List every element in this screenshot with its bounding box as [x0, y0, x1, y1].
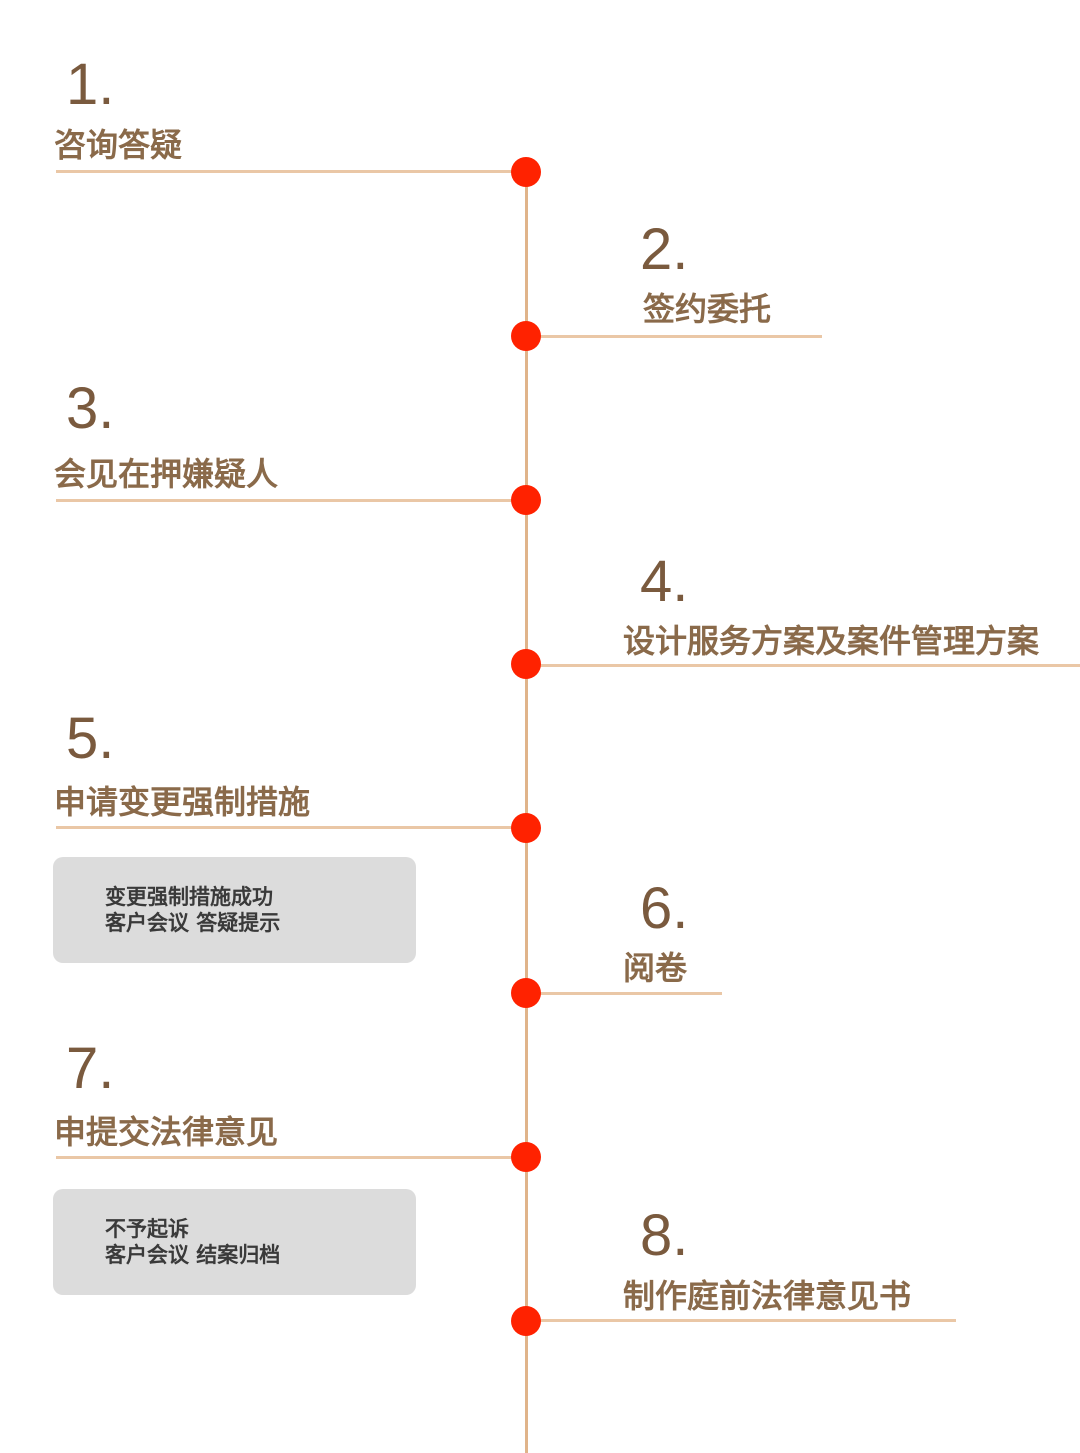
- timeline-node: [511, 978, 541, 1008]
- step-label: 设计服务方案及案件管理方案: [623, 622, 1040, 660]
- step-number: 5.: [66, 706, 115, 771]
- timeline-node: [511, 649, 541, 679]
- step-connector: [526, 1319, 956, 1322]
- step-connector: [56, 826, 526, 829]
- timeline-node: [511, 321, 541, 351]
- note-line: 不予起诉: [105, 1217, 189, 1241]
- step-number: 6.: [640, 876, 689, 941]
- step-label: 咨询答疑: [54, 126, 183, 164]
- step-label: 阅卷: [623, 949, 688, 987]
- step-number: 2.: [640, 217, 689, 282]
- note-card: 变更强制措施成功 客户会议 答疑提示: [53, 857, 416, 963]
- step-number: 7.: [66, 1036, 115, 1101]
- step-label: 会见在押嫌疑人: [54, 455, 279, 493]
- step-connector: [526, 335, 822, 338]
- step-number: 8.: [640, 1203, 689, 1268]
- timeline-node: [511, 1306, 541, 1336]
- step-label: 申请变更强制措施: [54, 783, 311, 821]
- step-number: 1.: [66, 52, 115, 117]
- timeline-spine: [525, 170, 528, 1453]
- timeline-node: [511, 813, 541, 843]
- step-connector: [526, 664, 1080, 667]
- note-line: 客户会议 答疑提示: [105, 911, 281, 935]
- timeline-node: [511, 485, 541, 515]
- timeline-node: [511, 157, 541, 187]
- note-line: 变更强制措施成功: [105, 885, 273, 909]
- step-label: 签约委托: [643, 290, 772, 328]
- step-connector: [56, 170, 526, 173]
- note-card: 不予起诉 客户会议 结案归档: [53, 1189, 416, 1295]
- timeline-node: [511, 1142, 541, 1172]
- step-label: 制作庭前法律意见书: [623, 1277, 912, 1315]
- step-label: 申提交法律意见: [54, 1113, 279, 1151]
- step-number: 4.: [640, 549, 689, 614]
- step-connector: [526, 992, 722, 995]
- step-connector: [56, 499, 526, 502]
- step-number: 3.: [66, 376, 115, 441]
- step-connector: [56, 1156, 526, 1159]
- note-line: 客户会议 结案归档: [105, 1243, 281, 1267]
